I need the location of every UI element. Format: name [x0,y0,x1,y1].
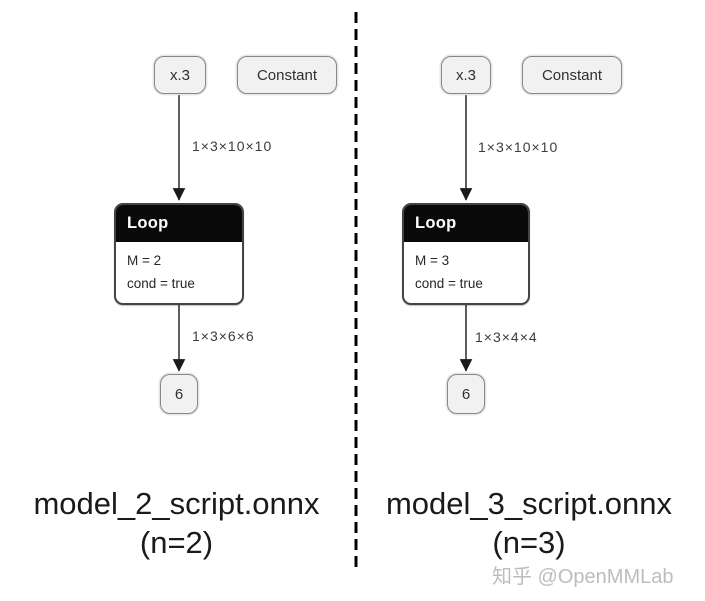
graph-caption: model_2_script.onnx (n=2) [0,484,353,562]
caption-filename: model_3_script.onnx [385,486,673,521]
loop-attr-cond: cond = true [127,276,195,291]
loop-node-attributes: M = 2 cond = true [116,242,242,303]
node-constant[interactable]: Constant [522,56,622,94]
loop-attr-m: M = 3 [415,253,450,268]
caption-n-value: (n=2) [139,525,214,560]
node-input-x3[interactable]: x.3 [154,56,206,94]
graph-caption: model_3_script.onnx (n=3) [353,484,705,562]
edge-shape-label: 1×3×4×4 [475,329,538,345]
node-loop[interactable]: Loop M = 2 cond = true [114,203,244,305]
node-constant[interactable]: Constant [237,56,337,94]
watermark: 知乎 @OpenMMLab [492,566,674,588]
node-loop[interactable]: Loop M = 3 cond = true [402,203,530,305]
edge-shape-label: 1×3×10×10 [192,138,273,154]
edge-shape-label: 1×3×6×6 [192,328,255,344]
caption-n-value: (n=3) [492,525,566,560]
loop-node-title: Loop [404,205,528,242]
loop-attr-m: M = 2 [127,253,162,268]
caption-filename: model_2_script.onnx [33,486,320,521]
node-output-6[interactable]: 6 [160,374,198,414]
loop-attr-cond: cond = true [415,276,483,291]
loop-node-title: Loop [116,205,242,242]
edge-shape-label: 1×3×10×10 [478,139,559,155]
node-output-6[interactable]: 6 [447,374,485,414]
node-input-x3[interactable]: x.3 [441,56,491,94]
loop-node-attributes: M = 3 cond = true [404,242,528,303]
